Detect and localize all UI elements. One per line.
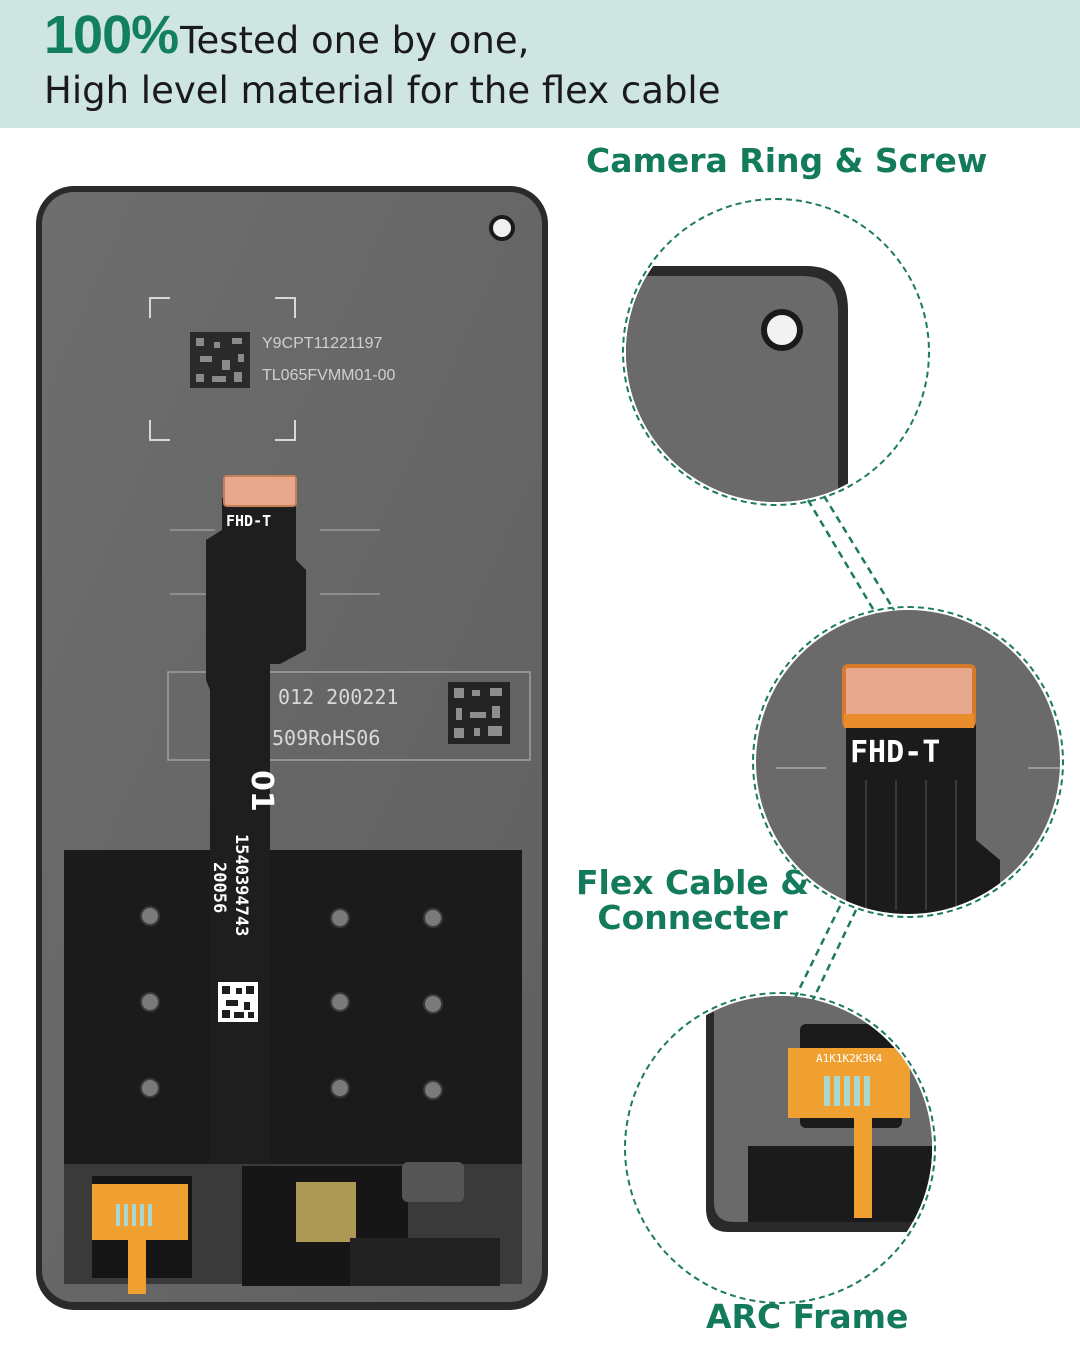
camera-zoom-image xyxy=(626,202,926,502)
flex-callout-line1: Flex Cable & xyxy=(576,863,810,902)
frame-zoom-ring xyxy=(624,992,936,1304)
cable-number: 01 xyxy=(244,770,279,812)
board-chip xyxy=(296,1182,356,1242)
headline-line2: High level material for the flex cable xyxy=(44,69,721,112)
headline-line1: Tested one by one, xyxy=(180,19,530,62)
lower-label-box xyxy=(167,671,531,761)
frame-zoom-chip-text: A1K1K2K3K4 xyxy=(816,1052,883,1065)
cable-code1: 1540394743 xyxy=(231,834,251,936)
camera-callout: Camera Ring & Screw xyxy=(586,141,988,180)
sticker-model: TL065FVMM01-00 xyxy=(262,367,395,384)
shield-dots xyxy=(140,906,443,1100)
sticker-frame xyxy=(149,297,296,441)
frame-callout: ARC Frame xyxy=(706,1297,909,1336)
svg-text:FHD-T: FHD-T xyxy=(226,512,271,530)
sticker-code: Y9CPT11221197 xyxy=(262,335,382,352)
label-line1: 012 200221 xyxy=(278,685,398,709)
black-shield xyxy=(64,850,522,1164)
headline: 100% Tested one by one, High level mater… xyxy=(44,8,720,109)
zoom-connector-2 xyxy=(790,905,858,1007)
camera-zoom-ring xyxy=(622,198,930,506)
camera-hole xyxy=(489,215,515,241)
cable-code2: 20056 xyxy=(209,862,229,913)
connector-zoom-label: FHD-T xyxy=(850,735,940,770)
header-banner xyxy=(0,0,1080,128)
headline-percent: 100% xyxy=(44,5,179,65)
label-line2: 509RoHS06 xyxy=(272,726,380,750)
flex-callout: Flex Cable & Connecter xyxy=(576,863,810,937)
flex-callout-line2: Connecter xyxy=(597,897,788,937)
frame-zoom-image: A1K1K2K3K4 xyxy=(628,996,932,1300)
connector-zoom-image: FHD-T xyxy=(756,610,1060,914)
connector-zoom-ring xyxy=(752,606,1064,918)
zoom-connector-1 xyxy=(806,495,896,615)
